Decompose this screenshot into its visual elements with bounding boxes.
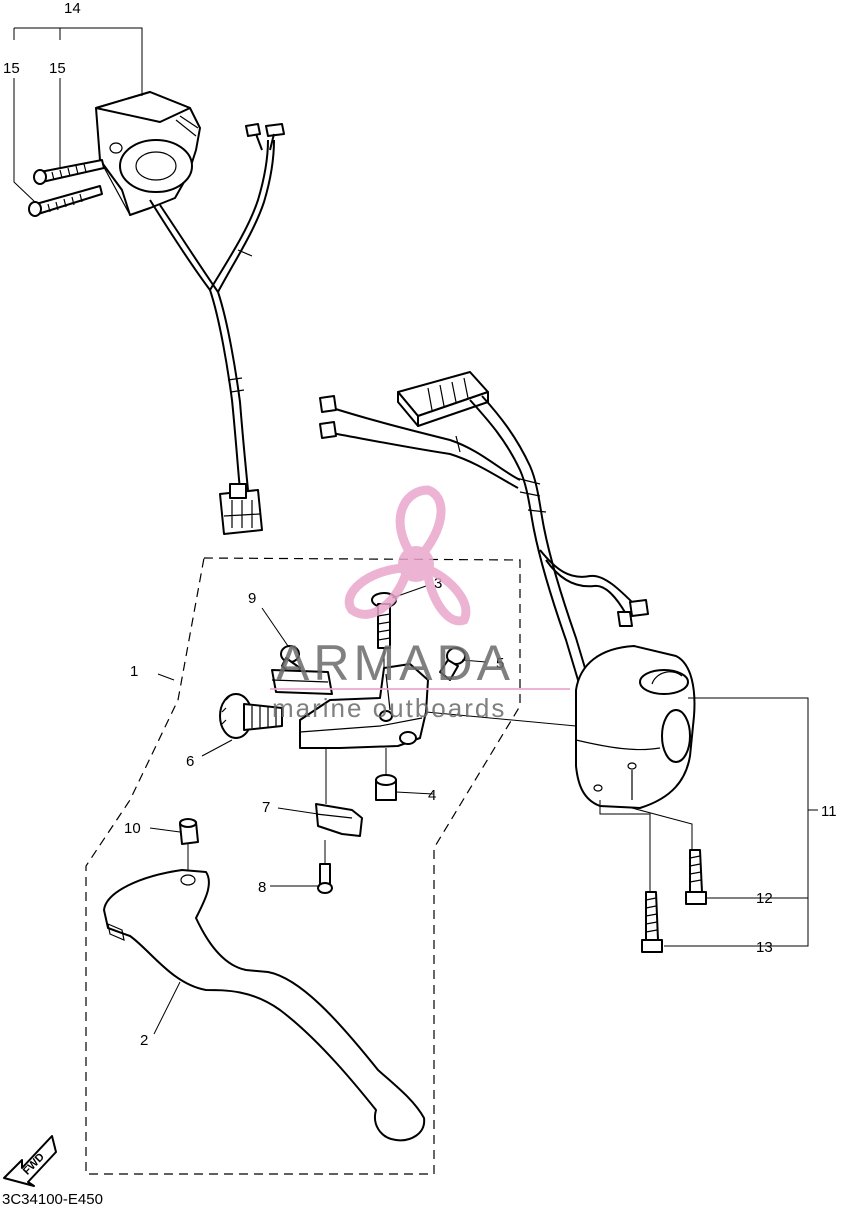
left-switch-harness — [149, 123, 285, 491]
lever-holder — [299, 663, 429, 749]
watermark: ARMADA marine outboards — [270, 485, 570, 723]
assembly-boundary — [85, 557, 521, 1175]
propeller-logo — [344, 485, 471, 626]
screw-12 — [685, 849, 707, 905]
callout-8: 8 — [258, 879, 266, 896]
callout-10: 10 — [124, 820, 141, 837]
callout-11: 11 — [821, 803, 837, 820]
left-switch-housing — [95, 91, 201, 216]
screw-13 — [641, 891, 663, 953]
callout-15-left: 15 — [3, 60, 20, 77]
callout-15-right: 15 — [49, 60, 66, 77]
screw-8 — [317, 863, 333, 894]
callout-3: 3 — [434, 575, 442, 592]
callout-5: 5 — [496, 655, 504, 672]
watermark-brand: ARMADA — [276, 635, 514, 691]
watermark-tagline: marine outboards — [272, 693, 506, 723]
callout-1: 1 — [130, 663, 138, 680]
left-switch-connector — [219, 483, 263, 535]
fwd-arrow: FWD — [3, 1135, 57, 1187]
switch-7 — [315, 803, 363, 837]
right-switch-harness — [319, 395, 649, 701]
collar-4 — [375, 774, 397, 801]
diagram-code: 3C34100-E450 — [2, 1191, 103, 1208]
lever-2 — [103, 869, 426, 1142]
screw-15-lower — [28, 185, 103, 217]
leader-lines — [13, 27, 818, 1035]
watermark-divider — [270, 688, 570, 690]
bolt-5 — [439, 647, 466, 681]
callout-7: 7 — [262, 799, 270, 816]
callout-2: 2 — [140, 1032, 148, 1049]
callout-labels: 14 15 15 1 2 3 4 5 6 7 8 9 10 11 12 13 — [3, 0, 837, 1049]
screw-15-upper — [33, 159, 105, 185]
main-harness-connector — [397, 371, 489, 427]
adjuster-6 — [219, 693, 283, 739]
callout-12: 12 — [756, 890, 773, 907]
collar-10 — [179, 818, 199, 845]
callout-6: 6 — [186, 753, 194, 770]
callout-14: 14 — [64, 0, 81, 17]
callout-4: 4 — [428, 787, 436, 804]
right-switch-housing — [575, 645, 696, 809]
callout-13: 13 — [756, 939, 773, 956]
callout-9: 9 — [248, 590, 256, 607]
